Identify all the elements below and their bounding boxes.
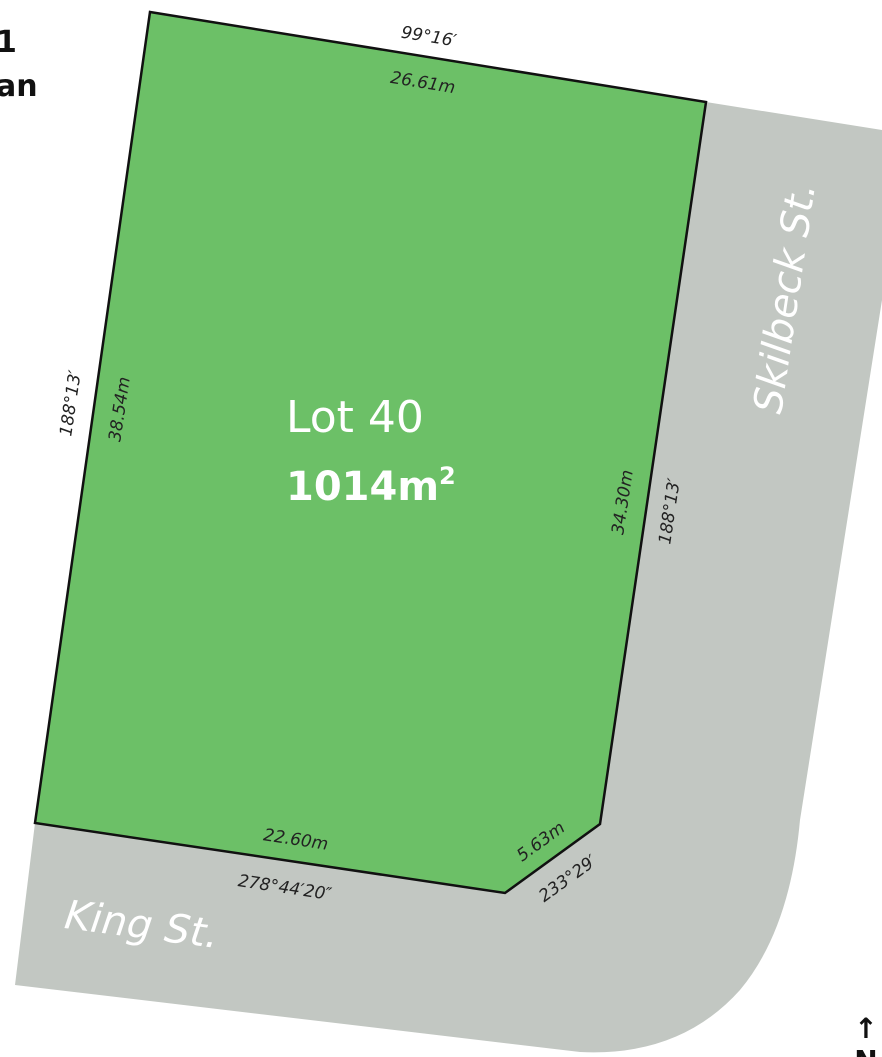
west-boundary-bearing: 188°13′ (56, 369, 86, 438)
north-arrow-letter: N (854, 1044, 877, 1057)
lot-40-parcel[interactable] (33, 10, 708, 895)
lot-area-value: 1014m (286, 464, 439, 510)
road-reserve (15, 102, 882, 1053)
title-fragment-2: an (0, 69, 38, 104)
title-fragment-1: 1 (0, 25, 17, 60)
lot-name: Lot 40 (286, 392, 424, 443)
lot-area: 1014m2 (286, 462, 456, 510)
north-arrow-icon: ↑ (854, 1012, 877, 1045)
north-boundary-bearing: 99°16′ (400, 23, 458, 52)
lot-area-unit-power: 2 (439, 462, 456, 490)
